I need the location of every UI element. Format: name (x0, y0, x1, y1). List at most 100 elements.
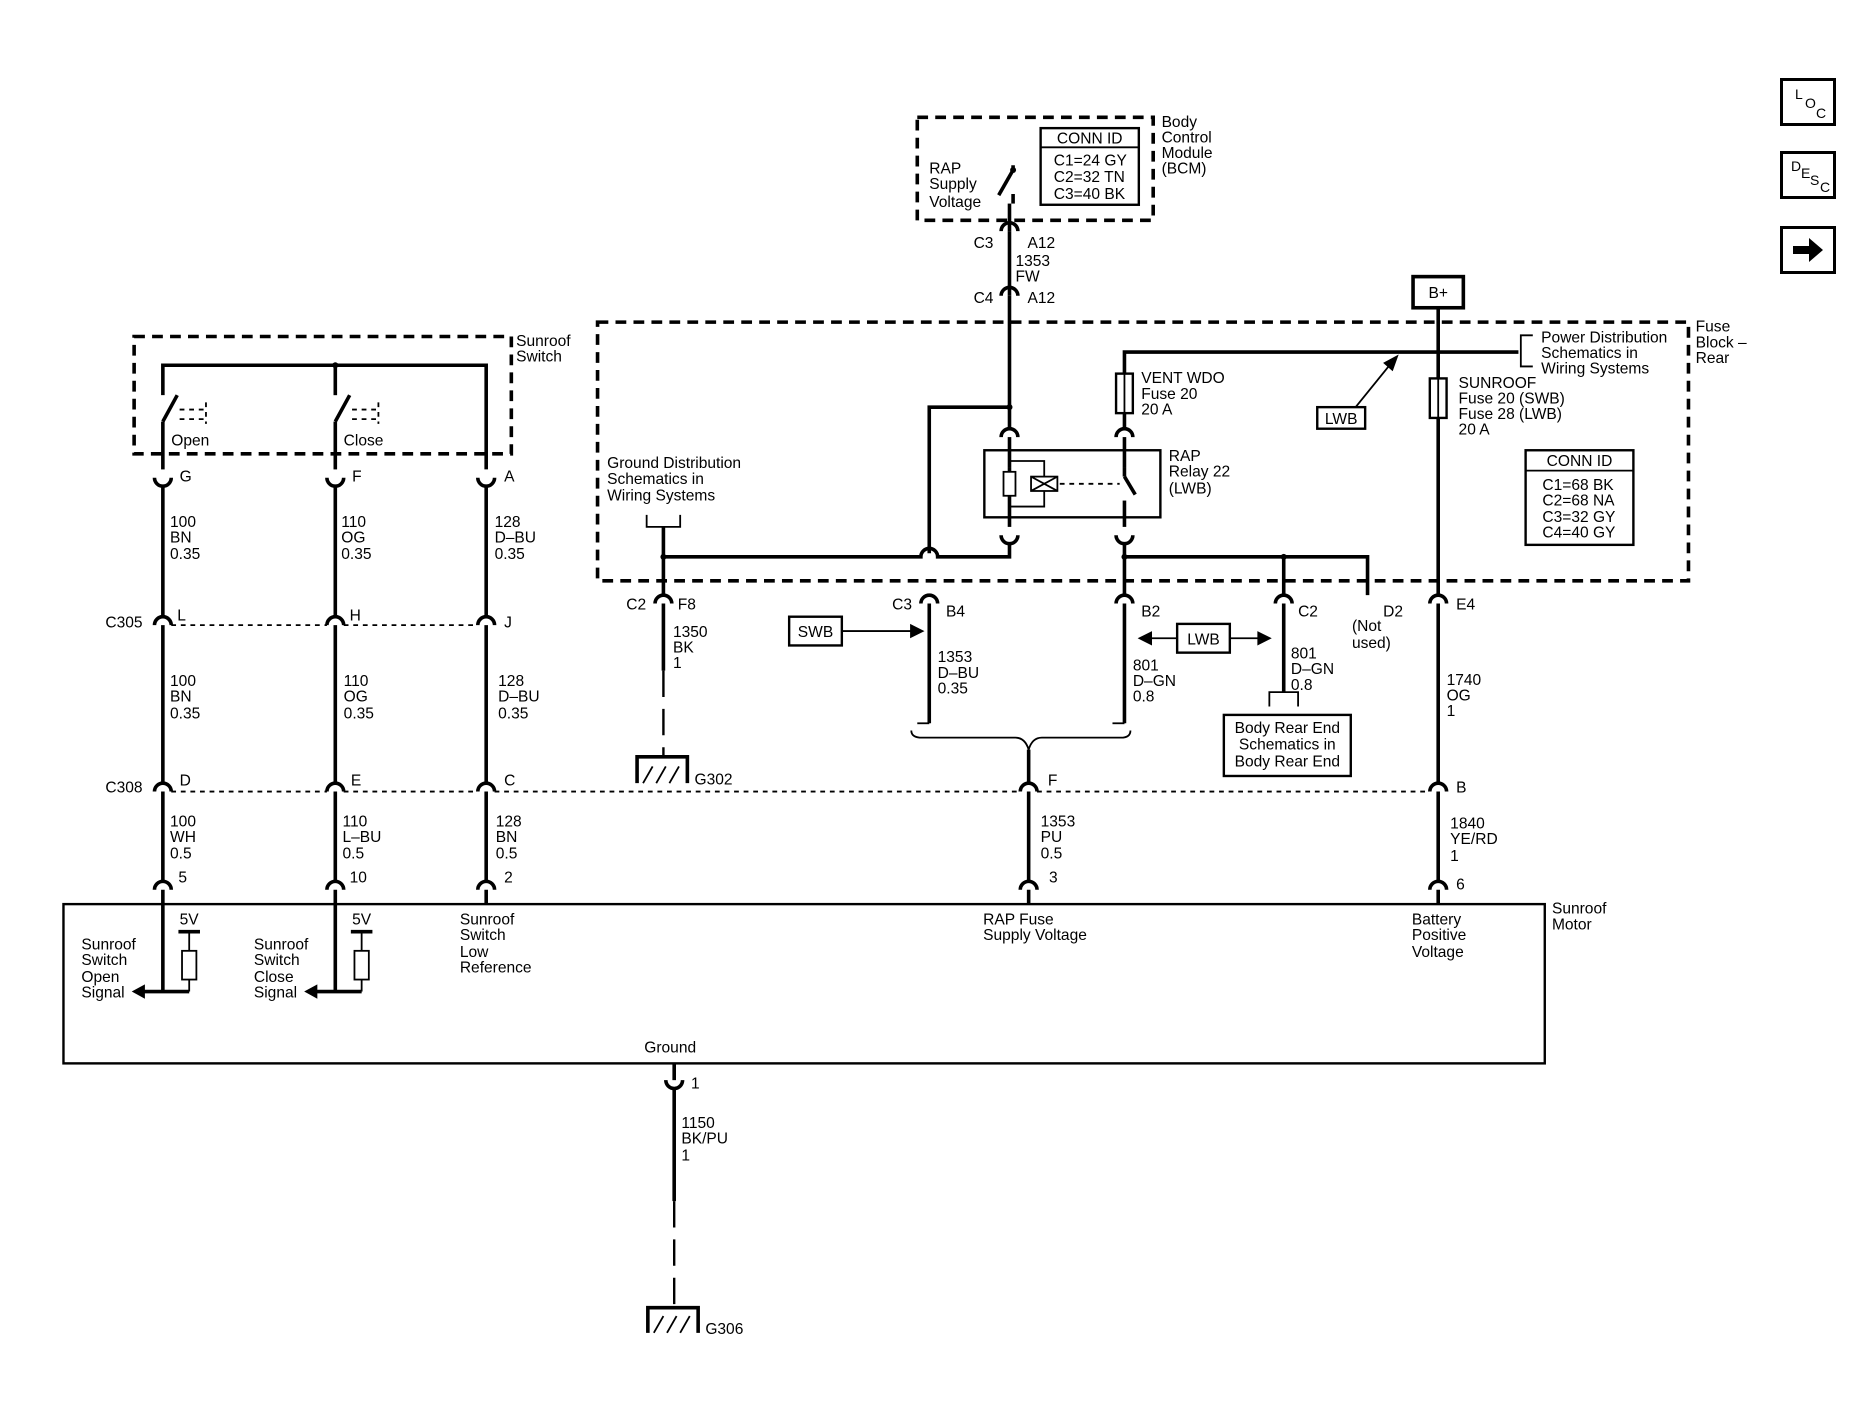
fb-b4-label: B4 (946, 604, 965, 621)
vent-fuse-label-3: 20 A (1141, 401, 1173, 418)
relay-coil-top-terminal (999, 426, 1020, 438)
switch-pin-f-label: F (352, 468, 362, 485)
low-ref-label-2: Switch (460, 927, 506, 944)
w1350-size: 1 (673, 655, 682, 672)
wire-mid-j-size: 0.35 (498, 706, 528, 723)
c305-pin-l-label: L (177, 607, 186, 624)
wire-bot-3-color: PU (1041, 829, 1063, 846)
close-5v-label: 5V (352, 911, 372, 928)
low-ref-label-1: Sunroof (460, 911, 515, 928)
relay-label-3: (LWB) (1169, 480, 1212, 497)
motor-pin-6-label: 6 (1456, 877, 1465, 894)
motor-name-1: Sunroof (1552, 901, 1607, 918)
vent-fuse-label-2: Fuse 20 (1141, 386, 1198, 403)
arrow-right-icon (1793, 238, 1823, 262)
g306-ground-icon (646, 1305, 700, 1334)
wire-top-a-color: D–BU (495, 529, 536, 546)
lwb-tag-power (1316, 405, 1367, 430)
switch-pin-g (152, 477, 174, 488)
sunroof-fuse-label-1: SUNROOF (1459, 375, 1537, 392)
switch-pin-g-label: G (180, 468, 192, 485)
relay-coil-bottom-terminal (999, 535, 1020, 546)
c308-pin-b-label: B (1456, 780, 1466, 797)
relay-contact-bottom-terminal (1114, 535, 1135, 546)
sunroof-switch-boundary (132, 334, 514, 456)
close-label: Close (344, 432, 384, 449)
motor-pin-10-label: 10 (350, 870, 368, 887)
desc-letter-s: S (1810, 172, 1820, 188)
close-signal-label-2: Switch (254, 952, 300, 969)
wire-mid-h-circuit: 110 (344, 673, 369, 690)
wire-relay-out-bus (1124, 555, 1370, 596)
w801a-size: 0.8 (1133, 689, 1155, 706)
desc-button[interactable]: D E S C (1780, 151, 1836, 199)
fb-conn-c3: C3=32 GY (1542, 509, 1616, 526)
open-5v-label: 5V (180, 911, 200, 928)
bcm-name-3: Module (1162, 145, 1213, 162)
ground-dist-label-1: Ground Distribution (607, 455, 741, 472)
bcm-boundary (915, 115, 1155, 223)
loc-button[interactable]: L O C (1780, 78, 1836, 126)
fb-f8-label: F8 (678, 597, 696, 614)
wire-bot-10-circuit: 110 (342, 813, 367, 830)
battery-label-2: Positive (1412, 927, 1466, 944)
loc-letter-o: O (1805, 95, 1816, 111)
swb-tag-label: SWB (798, 624, 833, 641)
motor-pin-5-label: 5 (178, 870, 187, 887)
close-switch-icon (333, 394, 380, 470)
w1353-circuit: 1353 (938, 649, 973, 666)
bcm-c3-label: C3 (974, 235, 994, 252)
w1740-color: OG (1447, 688, 1471, 705)
body-rear-bracket (1268, 691, 1299, 707)
rap-supply-label-1: RAP (929, 161, 961, 178)
c308-pin-e-label: E (351, 773, 361, 790)
w1740-circuit: 1740 (1447, 672, 1482, 689)
bcm-conn-id-title: CONN ID (1057, 131, 1123, 148)
wire-mid-h-color: OG (344, 689, 368, 706)
wire-top-a-size: 0.35 (495, 546, 525, 563)
g302-ground-icon (635, 755, 690, 784)
switch-pin-a-label: A (504, 468, 515, 485)
not-used-label-1: (Not (1352, 618, 1382, 635)
c308-pin-b (1428, 781, 1449, 792)
bcm-conn-c2: C2=32 TN (1054, 169, 1125, 186)
wire-relay-to-b4 (927, 405, 1010, 554)
body-rear-label-1: Body Rear End (1235, 720, 1340, 737)
c308-pin-e (325, 781, 346, 792)
motor-ground-pin (664, 1079, 685, 1091)
relay-label-1: RAP (1169, 448, 1201, 465)
w801b-circuit: 801 (1291, 646, 1317, 663)
low-ref-label-3: Low (460, 944, 489, 961)
wire-ground-color: BK/PU (681, 1131, 728, 1148)
wire-top-a-circuit: 128 (495, 514, 521, 531)
bcm-a12-top-label: A12 (1027, 235, 1055, 252)
bcm-name-4: (BCM) (1162, 161, 1207, 178)
open-signal-label-4: Signal (81, 985, 124, 1002)
wire-bot-10-size: 0.5 (342, 846, 364, 863)
wire-bot-3-size: 0.5 (1041, 846, 1063, 863)
bcm-wire-color: FW (1015, 268, 1039, 285)
fuse-block-name-3: Rear (1696, 350, 1730, 367)
c308-pin-c-label: C (504, 773, 515, 790)
w801a-color: D–GN (1133, 673, 1176, 690)
rap-supply-label-2: Supply (929, 176, 977, 193)
bcm-conn-c1: C1=24 GY (1054, 152, 1128, 169)
fb-conn-c1: C1=68 BK (1542, 477, 1614, 494)
w1740-size: 1 (1447, 703, 1456, 720)
lwb-double-arrow-icon (1137, 631, 1272, 646)
splice-brace (910, 722, 1132, 753)
c305-pin-j (476, 615, 497, 626)
fb-f8-terminal (653, 593, 674, 604)
loc-letter-l: L (1795, 86, 1803, 102)
wire-bplus-bus (1122, 350, 1519, 374)
c308-pin-c (476, 781, 497, 792)
open-signal-label-1: Sunroof (81, 937, 136, 954)
fb-conn-c2: C2=68 NA (1542, 492, 1615, 509)
switch-common-bus (161, 363, 488, 470)
next-page-button[interactable] (1780, 226, 1836, 274)
wire-bot-5-color: WH (170, 829, 196, 846)
wire-bot-3-circuit: 1353 (1041, 813, 1076, 830)
fb-b2-label: B2 (1141, 604, 1160, 621)
lwb-tag-power-label: LWB (1325, 411, 1358, 428)
desc-letter-e: E (1801, 165, 1811, 181)
